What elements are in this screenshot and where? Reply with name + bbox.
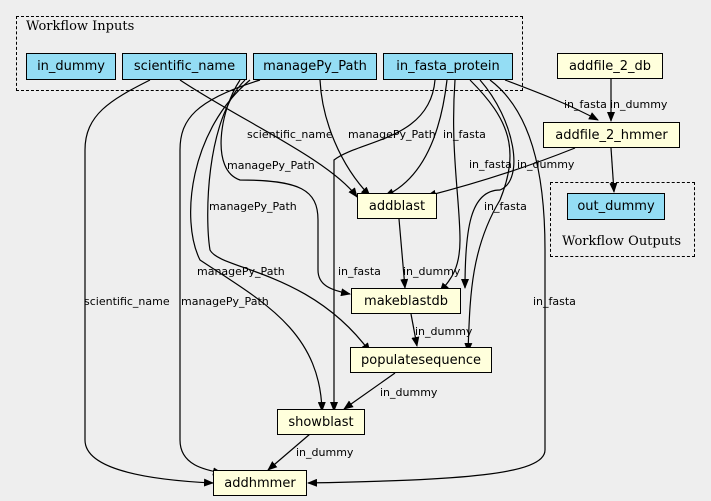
label-infasta-4: in_fasta: [338, 265, 381, 278]
edge-showblast-addhmmer: [267, 433, 311, 471]
label-indummy-addblast: in_dummy: [517, 158, 575, 171]
edge-infasta-loop: [461, 79, 515, 289]
node-makeblastdb[interactable]: makeblastdb: [351, 288, 461, 314]
node-addfile-2-db[interactable]: addfile_2_db: [557, 53, 663, 79]
node-out-dummy[interactable]: out_dummy: [567, 193, 665, 220]
label-managepy-2: managePy_Path: [227, 159, 315, 172]
edge-managepy-addblast-1: [319, 79, 371, 197]
label-managepy-5: managePy_Path: [181, 295, 269, 308]
edge-managepy-makeblastdb: [220, 79, 351, 297]
edge-infasta-addhmmer: [307, 79, 546, 487]
edge-managepy-addhmmer: [179, 79, 261, 476]
workflow-inputs-cluster: [16, 16, 523, 91]
node-addblast[interactable]: addblast: [357, 193, 437, 219]
label-indummy-showblast: in_dummy: [380, 386, 438, 399]
node-in-dummy[interactable]: in_dummy: [26, 53, 116, 80]
label-infasta-2: in_fasta: [469, 158, 512, 171]
label-infasta-5: in_fasta: [533, 295, 576, 308]
workflow-inputs-title: Workflow Inputs: [26, 19, 135, 34]
edge-addfile2hmmer-addblast: [426, 147, 576, 198]
edge-infasta-addfile2hmmer: [504, 79, 599, 121]
edge-scientific-name-addblast: [179, 79, 358, 198]
label-infasta-3: in_fasta: [484, 200, 527, 213]
label-indummy-makeblastdb: in_dummy: [403, 265, 461, 278]
edge-managepy-populatesequence: [207, 79, 371, 353]
edge-infasta-addblast: [384, 79, 448, 197]
label-scientific-name-1: scientific_name: [247, 128, 333, 141]
node-in-fasta-protein[interactable]: in_fasta_protein: [383, 53, 513, 80]
edge-makeblastdb-populatesequence: [410, 313, 420, 347]
label-infasta-1: in_fasta: [443, 128, 486, 141]
label-indummy-populatesequence: in_dummy: [415, 325, 473, 338]
edge-infasta-populatesequence: [464, 79, 511, 353]
node-addfile-2-hmmer[interactable]: addfile_2_hmmer: [543, 122, 680, 148]
node-addhmmer[interactable]: addhmmer: [213, 470, 307, 496]
edge-addfile2hmmer-outdummy: [609, 147, 618, 193]
label-scientific-name-2: scientific_name: [84, 295, 170, 308]
label-managepy-3: managePy_Path: [209, 200, 297, 213]
edge-populatesequence-showblast: [343, 372, 396, 410]
label-indummy-addfile2hmmer: in_dummy: [610, 98, 668, 111]
node-managepy-path[interactable]: managePy_Path: [253, 53, 377, 80]
node-showblast[interactable]: showblast: [277, 409, 365, 435]
edge-scientific-name-addhmmer: [84, 79, 214, 487]
edge-managepy-showblast: [190, 79, 326, 412]
label-infasta-addfile2hmmer: in_fasta: [564, 98, 607, 111]
edge-infasta-showblast: [330, 79, 436, 412]
label-indummy-addhmmer: in_dummy: [296, 446, 354, 459]
label-managepy-1: managePy_Path: [348, 128, 436, 141]
node-scientific-name[interactable]: scientific_name: [122, 53, 247, 80]
edge-infasta-makeblastdb: [439, 79, 461, 293]
workflow-outputs-title: Workflow Outputs: [562, 234, 681, 249]
edge-addblast-makeblastdb: [398, 218, 409, 289]
workflow-outputs-cluster: [550, 182, 695, 257]
label-managepy-4: managePy_Path: [197, 265, 285, 278]
node-populatesequence[interactable]: populatesequence: [350, 347, 492, 373]
